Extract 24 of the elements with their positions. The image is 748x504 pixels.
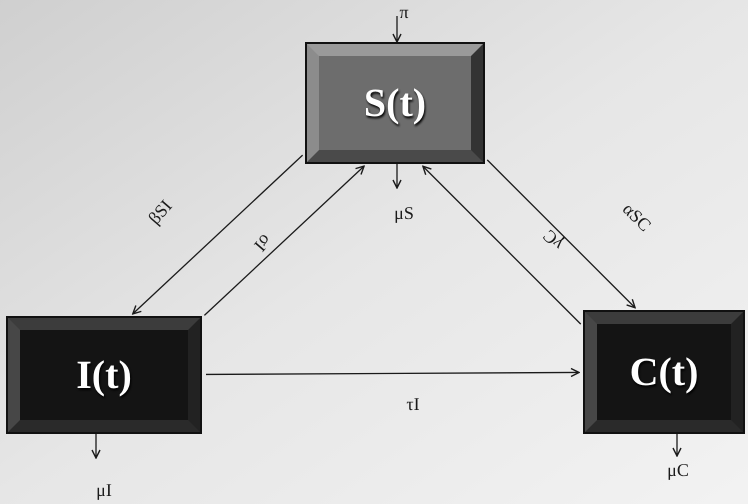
arrow [132,154,304,315]
arrow [206,368,580,378]
arrow [672,434,682,457]
rate-label: μC [667,461,689,479]
arrow [204,165,365,316]
rate-label: σI [251,231,275,255]
arrow [392,164,402,189]
state-box [585,312,743,432]
rate-label: τI [406,395,420,413]
arrow [91,434,101,459]
state-label: C(t) [630,352,698,392]
state-label: S(t) [364,83,426,123]
rate-label: βSI [144,196,176,228]
rate-label: αSC [620,200,654,234]
arrow [486,159,636,308]
rate-label: μI [96,481,112,499]
rate-label: γC [540,226,566,254]
state-box [8,318,200,432]
arrow [392,16,402,43]
arrow [422,166,582,325]
rate-label: μS [394,204,414,222]
state-box [307,44,483,162]
state-label: I(t) [76,355,132,395]
rate-label: π [399,3,409,21]
